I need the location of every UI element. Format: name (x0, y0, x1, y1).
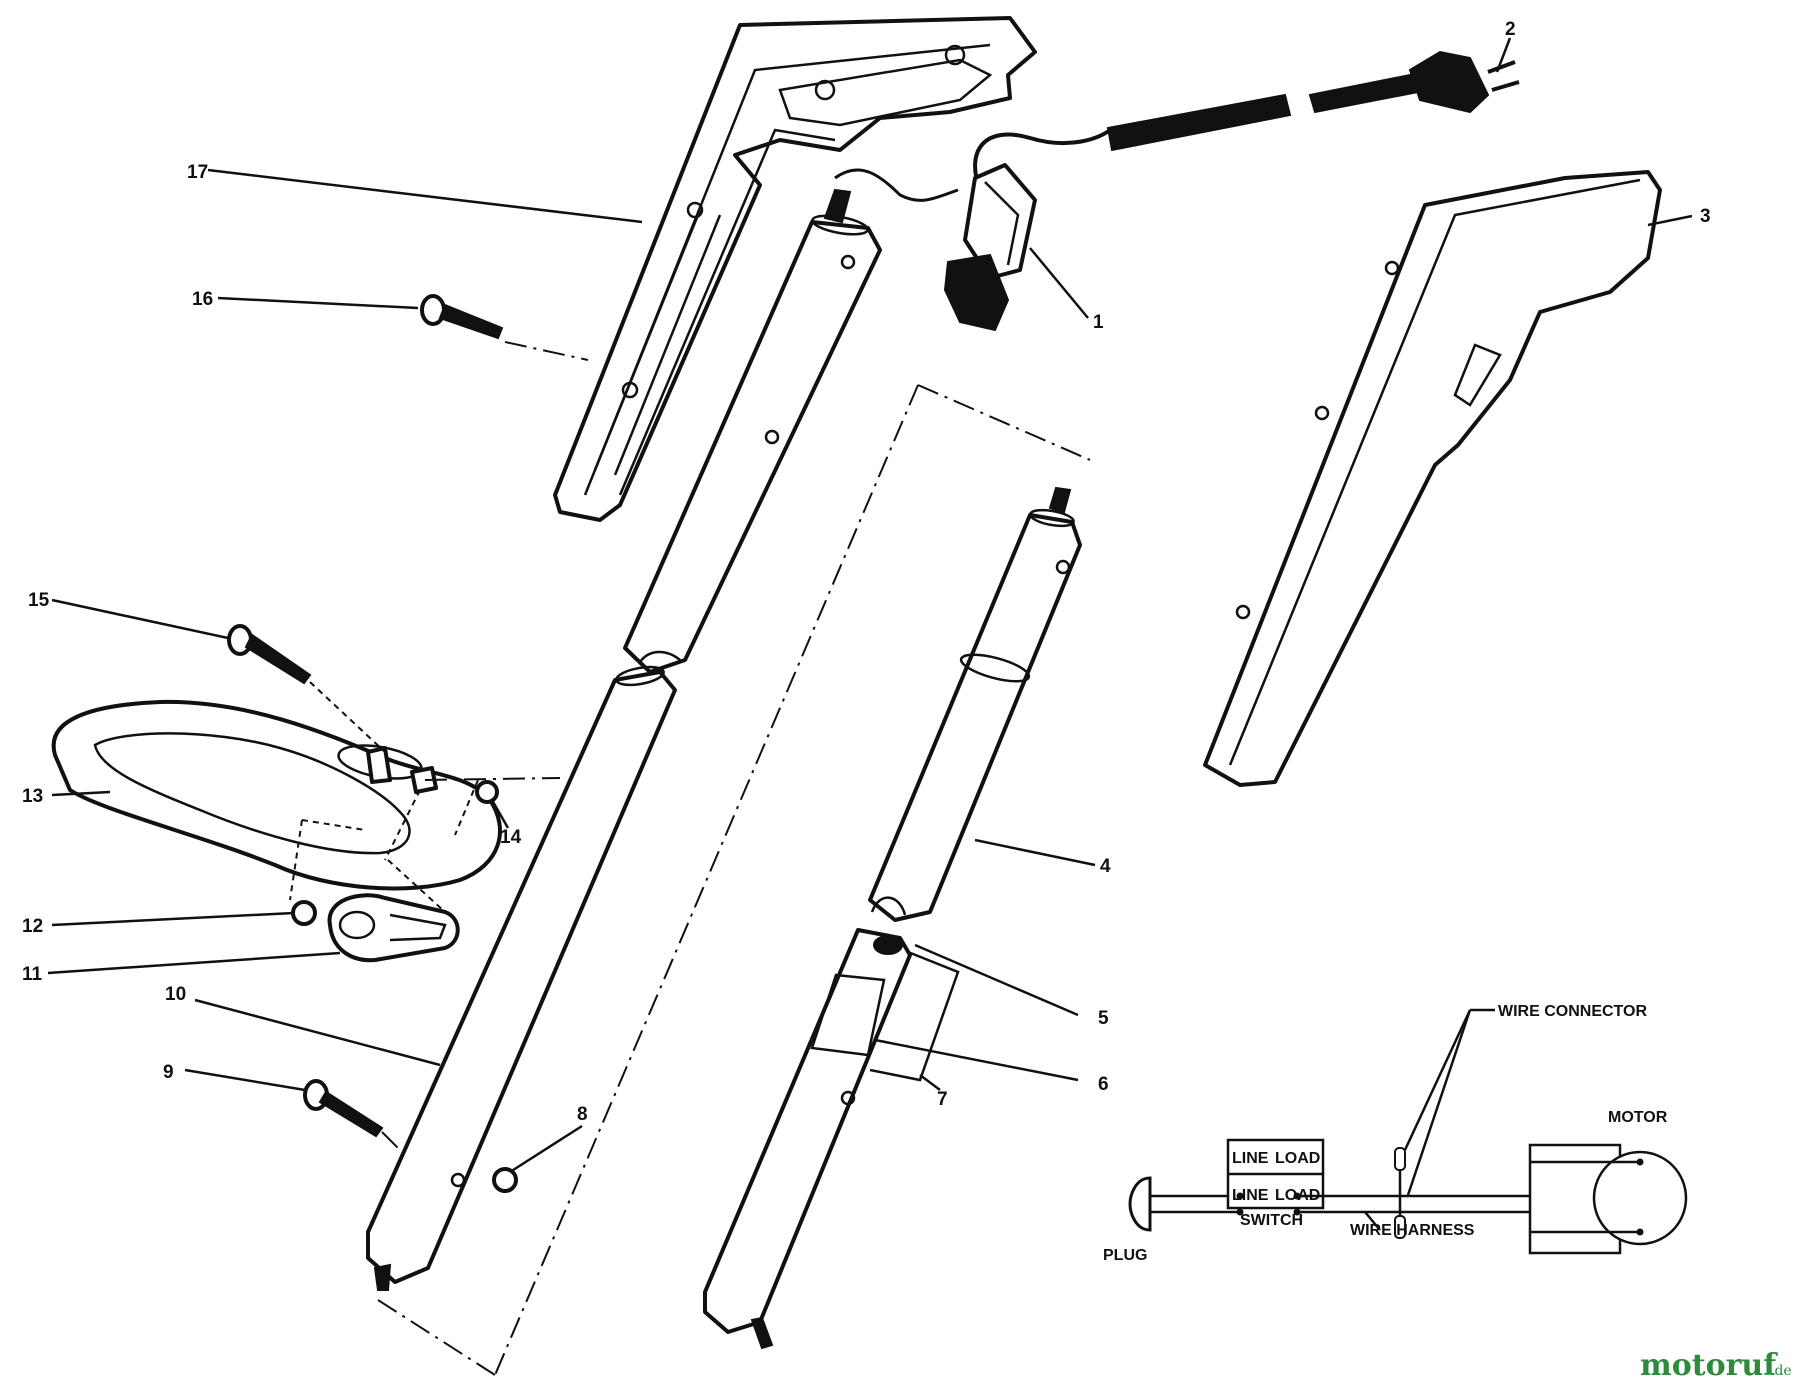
screw-16 (420, 294, 504, 340)
lower-tube-4 (868, 486, 1082, 922)
callout-9: 9 (163, 1062, 174, 1083)
clamp (327, 893, 460, 963)
switch-line-label-bottom: LINE (1232, 1187, 1269, 1204)
callout-4: 4 (1100, 856, 1111, 877)
callout-13: 13 (22, 786, 43, 807)
wire-harness-label: WIRE HARNESS (1350, 1222, 1475, 1239)
nut-14 (475, 780, 499, 804)
switch-label: SWITCH (1240, 1212, 1303, 1229)
switch-line-label-top: LINE (1232, 1150, 1269, 1167)
switch-load-label-top: LOAD (1275, 1150, 1320, 1167)
plug-label: PLUG (1103, 1247, 1147, 1264)
watermark-logo: motoruf .de (1640, 1348, 1792, 1383)
callout-8: 8 (577, 1104, 588, 1125)
lower-tube-motor (703, 928, 912, 1350)
svg-text:.de: .de (1770, 1363, 1792, 1379)
wiring-schematic: WIRE CONNECTOR MOTOR PLUG LINE LOAD LINE… (1103, 1003, 1688, 1264)
screw-15 (227, 624, 312, 685)
leader-lines (47, 37, 1693, 1174)
callout-3: 3 (1700, 206, 1711, 227)
wire-connector-icon (1394, 1147, 1406, 1239)
motor-icon (1592, 1150, 1688, 1246)
callout-10: 10 (165, 984, 186, 1005)
callout-15: 15 (28, 590, 50, 611)
nut-12 (291, 900, 317, 926)
callout-11: 11 (22, 964, 43, 985)
power-cord (973, 50, 1520, 191)
callout-7: 7 (937, 1089, 948, 1110)
alignment-lines (289, 341, 1091, 1376)
handle-half-right (1203, 170, 1662, 787)
wire-connector-label: WIRE CONNECTOR (1498, 1003, 1647, 1020)
switch-load-label-bottom: LOAD (1275, 1187, 1320, 1204)
upper-tube-section (623, 188, 882, 674)
callout-12: 12 (22, 916, 43, 937)
callout-6: 6 (1098, 1074, 1109, 1095)
nut-8 (492, 1167, 518, 1193)
callout-2: 2 (1505, 19, 1516, 40)
screw-9 (303, 1079, 384, 1138)
callout-5: 5 (1098, 1008, 1109, 1029)
lower-tube-section (366, 665, 677, 1291)
callout-16: 16 (192, 289, 213, 310)
callout-1: 1 (1093, 312, 1104, 333)
callout-17: 17 (187, 162, 208, 183)
callout-labels: 1 2 3 4 5 6 7 8 9 10 11 12 13 14 15 16 1… (22, 19, 1711, 1125)
motor-label: MOTOR (1608, 1109, 1668, 1126)
loop-handle (51, 699, 502, 891)
svg-text:motoruf: motoruf (1640, 1348, 1778, 1383)
switch-assembly (834, 163, 1037, 332)
callout-14: 14 (500, 827, 522, 848)
label-sleeve (869, 950, 960, 1082)
handle-half-left (553, 16, 1037, 522)
